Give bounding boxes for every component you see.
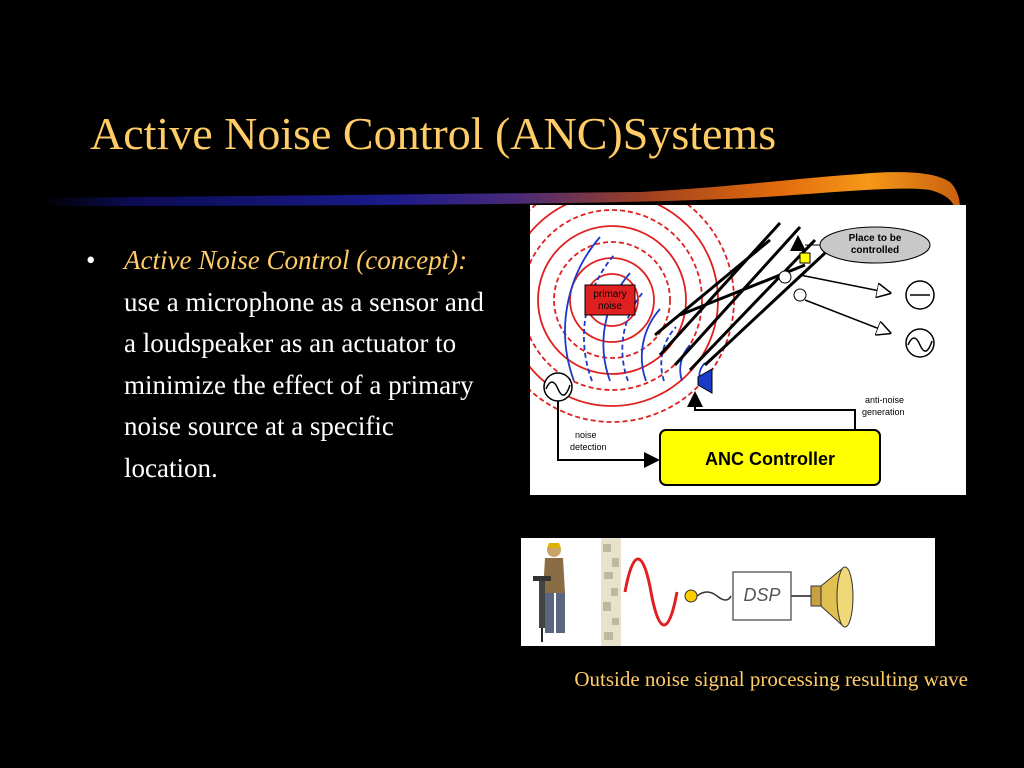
noise-detection-label-2: detection [570, 442, 607, 452]
anc-controller-label: ANC Controller [705, 449, 835, 469]
anc-controller-box [659, 429, 881, 486]
place-label-1: Place to be [849, 233, 902, 244]
sine-wave-icon [623, 557, 679, 627]
bullet-marker: • [86, 245, 96, 275]
bullet-body: Active Noise Control (concept): use a mi… [124, 240, 486, 489]
bullet-text: use a microphone as a sensor and a louds… [124, 286, 484, 483]
primary-noise-label-1: primary [593, 289, 626, 300]
primary-noise-label-2: noise [598, 301, 622, 312]
sound-wave-icon [905, 328, 935, 358]
dsp-label: DSP [743, 585, 780, 605]
anti-noise-label-1: anti-noise [865, 395, 904, 405]
loudspeaker-icon [697, 368, 713, 394]
microphone-icon [684, 589, 698, 603]
jackhammer-worker-icon [533, 543, 565, 642]
wall-icon [601, 538, 621, 646]
noise-detection-label-1: noise [575, 430, 597, 440]
anti-noise-label-2: generation [862, 407, 905, 417]
bullet-item: • Active Noise Control (concept): use a … [86, 240, 486, 489]
slide-title: Active Noise Control (ANC)Systems [90, 108, 777, 159]
anc-system-diagram: primary noise Place to be controlled noi… [530, 205, 966, 495]
dsp-chain-diagram: DSP [521, 538, 935, 646]
place-label-2: controlled [851, 245, 899, 256]
dsp-box [732, 571, 792, 621]
bullet-emphasis: Active Noise Control (concept): [124, 245, 468, 275]
loudspeaker-icon [810, 566, 854, 628]
figure-caption: Outside noise signal processing resultin… [574, 667, 968, 691]
title-swoosh-decoration [40, 172, 960, 208]
microphone-icon [790, 235, 806, 251]
noise-sensor-icon [543, 372, 573, 402]
